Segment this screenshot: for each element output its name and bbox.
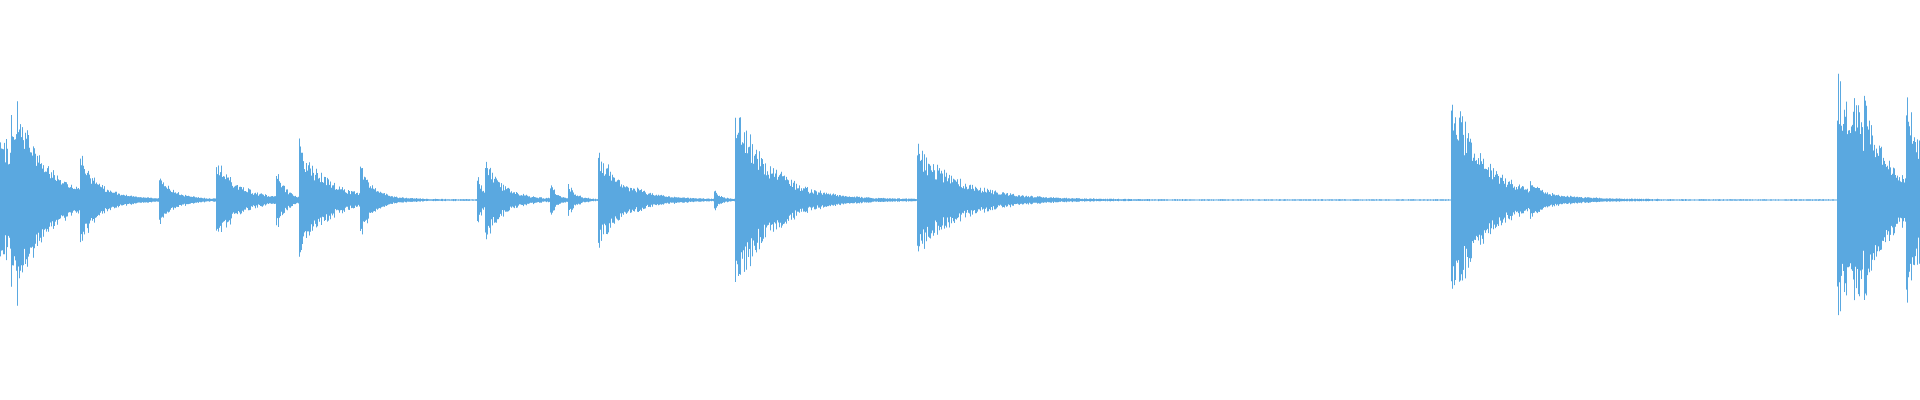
waveform-path: [0, 73, 1920, 316]
waveform-bars: [0, 73, 1920, 316]
